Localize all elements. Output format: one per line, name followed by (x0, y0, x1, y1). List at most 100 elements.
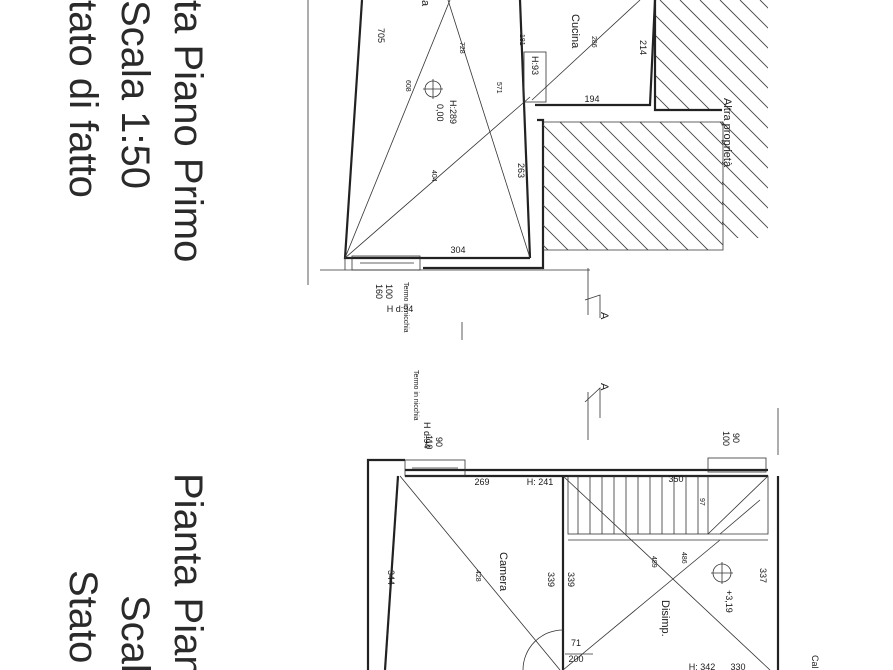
hatch-line (579, 122, 709, 250)
dim-90-right: 90 (731, 433, 741, 443)
hatch-line (360, 122, 540, 302)
hatch-line (780, 0, 893, 260)
dim-200: 200 (568, 654, 583, 664)
dim-160: 160 (374, 284, 384, 299)
hatch-line (0, 0, 40, 260)
title-bottom-line2: Scal (113, 595, 157, 670)
section-mark-top: A (598, 312, 610, 320)
room-label-camera: Camera (497, 552, 509, 592)
hatch-line (719, 122, 723, 126)
upper-plan (307, 0, 657, 285)
wall-lower-left (366, 458, 405, 670)
hatch-line (543, 184, 609, 250)
hatch-line (300, 122, 480, 302)
hatch-line (760, 122, 893, 302)
room-label-cucina: Cucina (569, 14, 581, 49)
hatch-line (400, 122, 580, 302)
hatch-line (543, 144, 649, 250)
dim-h241: H: 241 (527, 477, 554, 487)
hatch-line (679, 0, 768, 238)
hatch-line (200, 0, 460, 260)
notes: Termo in nicchia Termo in nicchia H d:94… (387, 282, 820, 669)
level-top: 0,00 (435, 104, 445, 122)
hatch-line (543, 124, 669, 250)
dim-705: 705 (376, 28, 386, 43)
hatch-line (543, 164, 629, 250)
window-niche-bottom (404, 459, 466, 477)
title-top-line2: Scala 1:50 (113, 0, 157, 189)
dim-97: 97 (698, 498, 705, 506)
dim-71: 71 (571, 638, 581, 648)
title-top-line3: tato di fatto (61, 0, 105, 198)
dim-100-top: 100 (384, 284, 394, 299)
hatch-line (655, 0, 768, 238)
room-label-disimp: Disimp. (659, 600, 671, 637)
dim-110: 110 (424, 435, 434, 449)
dim-489: 489 (650, 556, 657, 568)
lower-plan (366, 408, 780, 670)
stair-steps (577, 476, 699, 534)
hatch-line (260, 0, 520, 260)
hatch-line (655, 0, 761, 238)
hatch-line (800, 0, 893, 260)
hatch-line (0, 0, 20, 260)
h93-box (523, 51, 547, 103)
note-termo-bottom: Termo in nicchia (412, 370, 419, 421)
hatch-line (655, 0, 661, 238)
room-label-partial: a (419, 0, 431, 7)
hatch-line (655, 0, 768, 238)
hatch-line (679, 122, 723, 166)
hatch-line (739, 0, 768, 238)
dimension-labels: 705 728 608 404 571 181 286 214 H:93 194… (374, 28, 768, 670)
hatch-line (659, 122, 723, 186)
dim-486: 486 (680, 552, 687, 564)
hatch-line (780, 122, 893, 302)
hatch-line (860, 122, 893, 302)
hatch-line (240, 0, 500, 260)
hatch-line (820, 0, 893, 260)
dim-350: 350 (668, 474, 683, 484)
dim-194: 194 (584, 94, 599, 104)
wall-outer-bottom (423, 118, 545, 270)
plan-title-top: ta Piano Primo Scala 1:50 tato di fatto (61, 0, 210, 262)
hatch-line (543, 204, 589, 250)
wall-kitchen (535, 0, 657, 107)
hatch-line (599, 122, 723, 246)
plan-title-bottom: Pianta Pian Scal Stato (61, 473, 210, 670)
dim-428: 428 (474, 570, 481, 582)
dim-404: 404 (430, 170, 437, 182)
hatch-line (220, 0, 480, 260)
dim-339-left: 339 (546, 572, 556, 587)
hatch-line (800, 122, 893, 302)
wall-top-right (518, 0, 532, 259)
hatch-line (880, 122, 893, 302)
hatch-line (120, 0, 380, 260)
dim-344: 344 (386, 570, 396, 585)
room-labels: Cucina Camera Disimp. a Altra proprietà … (419, 0, 733, 637)
door-arc (522, 629, 564, 670)
dim-337: 337 (758, 568, 768, 583)
dim-304: 304 (450, 245, 465, 255)
note-cal-partial: Cal (810, 655, 820, 669)
hatch-line (719, 0, 768, 238)
hatch-line (543, 224, 569, 250)
title-top-line1: ta Piano Primo (166, 0, 210, 262)
hatch-line (180, 0, 440, 260)
dim-728: 728 (458, 42, 465, 54)
dim-h93: H:93 (530, 56, 540, 75)
hatch-line (639, 122, 723, 206)
title-bottom-line1: Pianta Pian (166, 473, 210, 670)
level-bottom: +3,19 (724, 590, 734, 613)
section-marks (461, 268, 601, 440)
note-hd-top: H d:94 (387, 304, 414, 314)
hatch-line (619, 122, 723, 226)
hatch-line (655, 0, 768, 238)
window-niche-top (351, 255, 421, 271)
hatch-line (840, 0, 893, 260)
dim-571: 571 (495, 82, 502, 94)
hatch-line (860, 0, 893, 260)
hatch-line (659, 0, 768, 238)
hatch-line (880, 0, 893, 260)
hatch-line (699, 0, 768, 238)
